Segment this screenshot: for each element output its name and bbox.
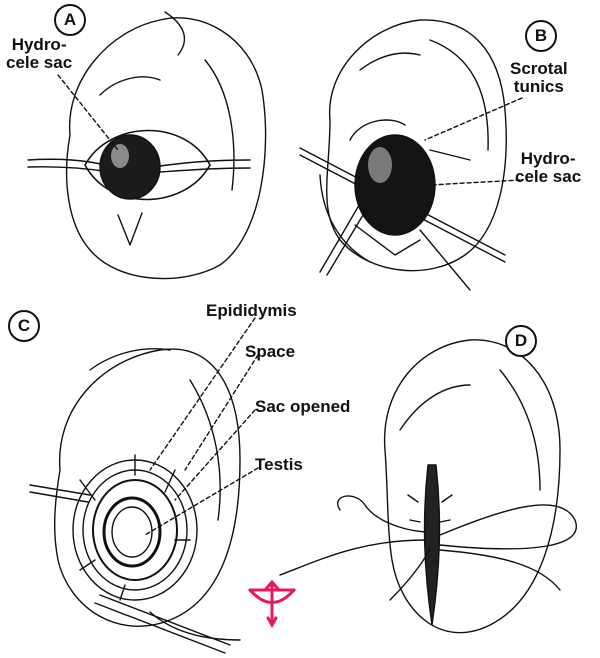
panel-b-drawing — [299, 19, 523, 291]
bow-arrow-icon — [248, 579, 296, 629]
label-space: Space — [245, 342, 296, 361]
panel-badge-c: C — [8, 310, 40, 342]
label-testis: Testis — [255, 455, 303, 474]
label-hydrocele-sac-a: Hydro- cele sac — [6, 35, 73, 72]
panel-a-drawing — [27, 11, 267, 280]
panel-d-drawing — [279, 339, 577, 634]
label-epididymis: Epididymis — [206, 301, 297, 320]
panel-badge-a: A — [54, 4, 86, 36]
panel-badge-d: D — [505, 325, 537, 357]
label-hydrocele-sac-b: Hydro- cele sac — [515, 149, 582, 186]
panel-c-drawing — [29, 317, 259, 654]
label-scrotal-tunics: Scrotal tunics — [510, 59, 568, 96]
panel-badge-b: B — [525, 20, 557, 52]
label-sac-opened: Sac opened — [255, 397, 351, 416]
